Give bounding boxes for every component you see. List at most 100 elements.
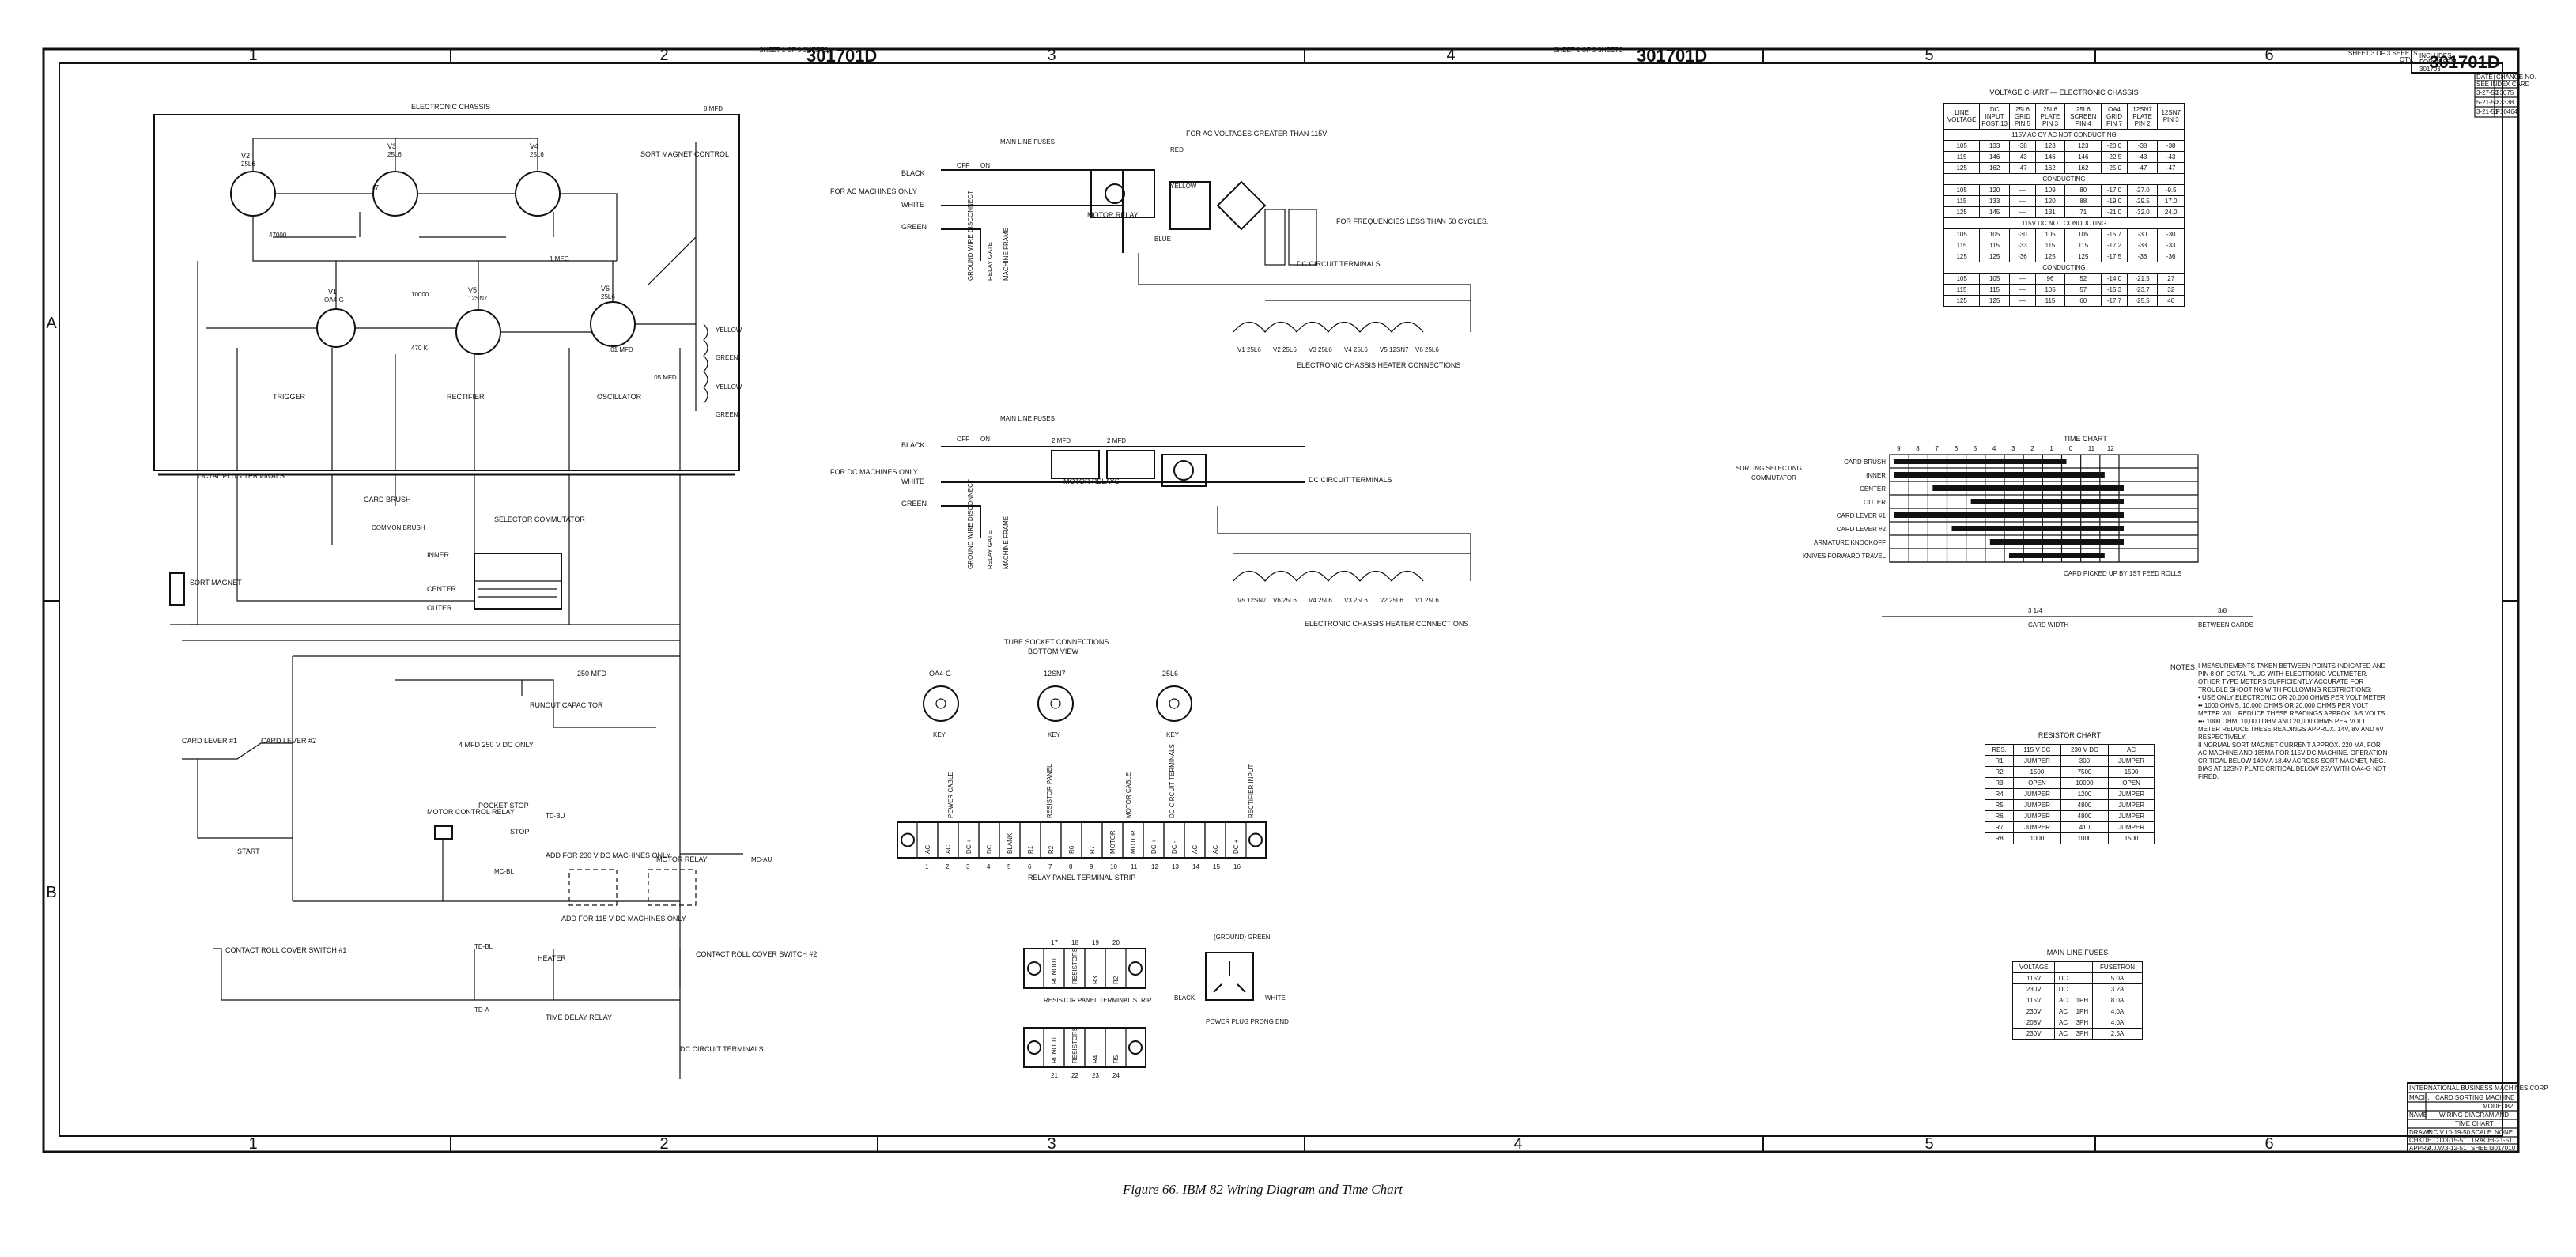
voltage-cell: -21.5 xyxy=(2126,273,2159,285)
dc-mfd-left: 2 MFD xyxy=(1052,437,1071,444)
voltage-cell: 109 xyxy=(2034,184,2066,196)
main-schematic: ELECTRONIC CHASSIS SORT MAGNET CONTROL V… xyxy=(153,103,817,1079)
svg-text:3017010: 3017010 xyxy=(2491,1145,2516,1152)
relay-strip-screw xyxy=(1248,832,1263,847)
relay-strip-group: RECTIFIER INPUT xyxy=(1248,764,1255,818)
socket-25l6: 25L6 KEY xyxy=(1156,670,1192,738)
voltage-cell: -43 xyxy=(2009,151,2036,163)
time-chart-tick: 11 xyxy=(2088,445,2095,452)
dc-white: WHITE xyxy=(901,478,924,485)
label-octal-plug: OCTAL PLUG TERMINALS xyxy=(198,472,285,480)
qty-label: QTY. xyxy=(2400,56,2414,63)
voltage-cell: 24.0 xyxy=(2157,206,2185,218)
label-card-lever-2: CARD LEVER #2 xyxy=(261,737,316,745)
voltage-cell: 88 xyxy=(2064,195,2102,207)
resistor-cell: R7 xyxy=(1984,821,2015,833)
dc-heater-4: V3 25L6 xyxy=(1344,597,1368,604)
voltage-cell: -14.0 xyxy=(2101,273,2128,285)
fuses-cell: 3.2A xyxy=(2092,983,2143,995)
relay-strip-cell-label: AC xyxy=(924,845,931,854)
zone-top-2: 2 xyxy=(659,47,668,64)
label-r1meg: 1 MEG xyxy=(550,255,569,262)
voltage-cell: 27 xyxy=(2157,273,2185,285)
voltage-cell: -47 xyxy=(2157,162,2185,174)
voltage-cell: -43 xyxy=(2157,151,2185,163)
resistor-strip-screw xyxy=(1027,1040,1041,1055)
relay-strip-number: 1 xyxy=(925,863,929,870)
fuses-header-row: VOLTAGE FUSETRON xyxy=(2011,961,2143,973)
fuses-header-cell: VOLTAGE xyxy=(2011,961,2056,973)
resistor-cell: 1500 xyxy=(2013,766,2061,778)
voltage-cell: 105 xyxy=(2064,228,2102,240)
voltage-cell: 105 xyxy=(2034,228,2066,240)
relay-strip-cell-label: DC + xyxy=(1150,839,1158,854)
svg-text:25L6: 25L6 xyxy=(387,151,402,158)
voltage-cell: 105 xyxy=(1979,228,2011,240)
zone-bottom-1: 1 xyxy=(248,1135,257,1153)
socket-12sn7-key: KEY xyxy=(1048,731,1061,738)
time-chart-bar xyxy=(1894,459,2067,464)
voltage-cell: 162 xyxy=(2064,162,2102,174)
resistor-strip-cell-label: R5 xyxy=(1112,1055,1120,1063)
voltage-cell: 115 xyxy=(2034,240,2066,251)
fuses-cell: 230V xyxy=(2011,983,2056,995)
notes: NOTES I MEASUREMENTS TAKEN BETWEEN POINT… xyxy=(2170,662,2387,780)
voltage-cell: — xyxy=(2009,284,2036,296)
relay-strip-number: 11 xyxy=(1131,863,1138,870)
time-chart-bar xyxy=(2009,553,2105,558)
socket-12sn7: 12SN7 KEY xyxy=(1037,670,1074,738)
resistor-strip-screw xyxy=(1128,1040,1143,1055)
time-chart-bar xyxy=(1894,512,2124,518)
voltage-cell: -30 xyxy=(2126,228,2159,240)
voltage-cell: -36 xyxy=(2126,251,2159,262)
ac-for-frequencies: FOR FREQUENCIES LESS THAN 50 CYCLES. xyxy=(1336,217,1488,225)
voltage-cell: -32.0 xyxy=(2126,206,2159,218)
fuses-header-cell: FUSETRON xyxy=(2092,961,2143,973)
dc-main-line-fuses: MAIN LINE FUSES xyxy=(1000,415,1055,422)
time-chart-row-label: CARD LEVER #1 xyxy=(1837,512,1887,519)
label-pocket-stop: POCKET STOP xyxy=(478,802,529,810)
socket-oa4g-key: KEY xyxy=(933,731,946,738)
tb-name-1: WIRING DIAGRAM AND xyxy=(2439,1112,2509,1119)
resistor-strip-cell xyxy=(1105,948,1127,989)
relay-strip-number: 16 xyxy=(1233,863,1241,870)
time-chart-row-label: OUTER xyxy=(1864,499,1886,506)
ac-white: WHITE xyxy=(901,201,924,209)
fuses-cell: 5.0A xyxy=(2092,972,2143,984)
time-chart-card-width: CARD WIDTH xyxy=(2028,621,2068,628)
time-chart-fraction-left: 3 1/4 xyxy=(2028,607,2042,614)
label-runout-capacitor: RUNOUT CAPACITOR xyxy=(530,701,603,709)
voltage-cell: 115 xyxy=(1943,151,1981,163)
time-chart-group-label-1: SORTING SELECTING xyxy=(1736,465,1802,472)
drawing-number-box: 301701D SHEET 3 OF 3 SHEETS INCLUDES FOR… xyxy=(2348,48,2519,74)
time-chart-fraction-right: 3/8 xyxy=(2218,607,2227,614)
voltage-header-cell: DC INPUT POST 13 xyxy=(1979,103,2011,130)
resistor-cell: 1500 xyxy=(2108,766,2155,778)
sort-magnet-symbol xyxy=(169,572,185,606)
voltage-section-label: 115V DC NOT CONDUCTING xyxy=(1943,217,2185,229)
relay-strip-cell-label: DC + xyxy=(965,839,973,854)
label-mfd8: 8 MFD xyxy=(704,105,723,112)
tb-mach-label: MACH. xyxy=(2409,1094,2430,1101)
ac-heater-4: V4 25L6 xyxy=(1344,346,1368,353)
label-outer: OUTER xyxy=(427,604,452,612)
label-stop: STOP xyxy=(510,828,529,836)
dc-heater-connections: ELECTRONIC CHASSIS HEATER CONNECTIONS xyxy=(1305,620,1468,628)
svg-text:V1: V1 xyxy=(328,288,337,296)
label-mfd01: .01 MFD xyxy=(609,346,633,353)
for-assem-value: 301703 xyxy=(2419,66,2441,73)
svg-text:25L6: 25L6 xyxy=(1162,670,1178,678)
time-chart-tick: 12 xyxy=(2107,445,2114,452)
svg-text:10-19-50: 10-19-50 xyxy=(2445,1129,2471,1136)
resistor-cell: R8 xyxy=(1984,832,2015,844)
voltage-cell: 120 xyxy=(2034,195,2066,207)
